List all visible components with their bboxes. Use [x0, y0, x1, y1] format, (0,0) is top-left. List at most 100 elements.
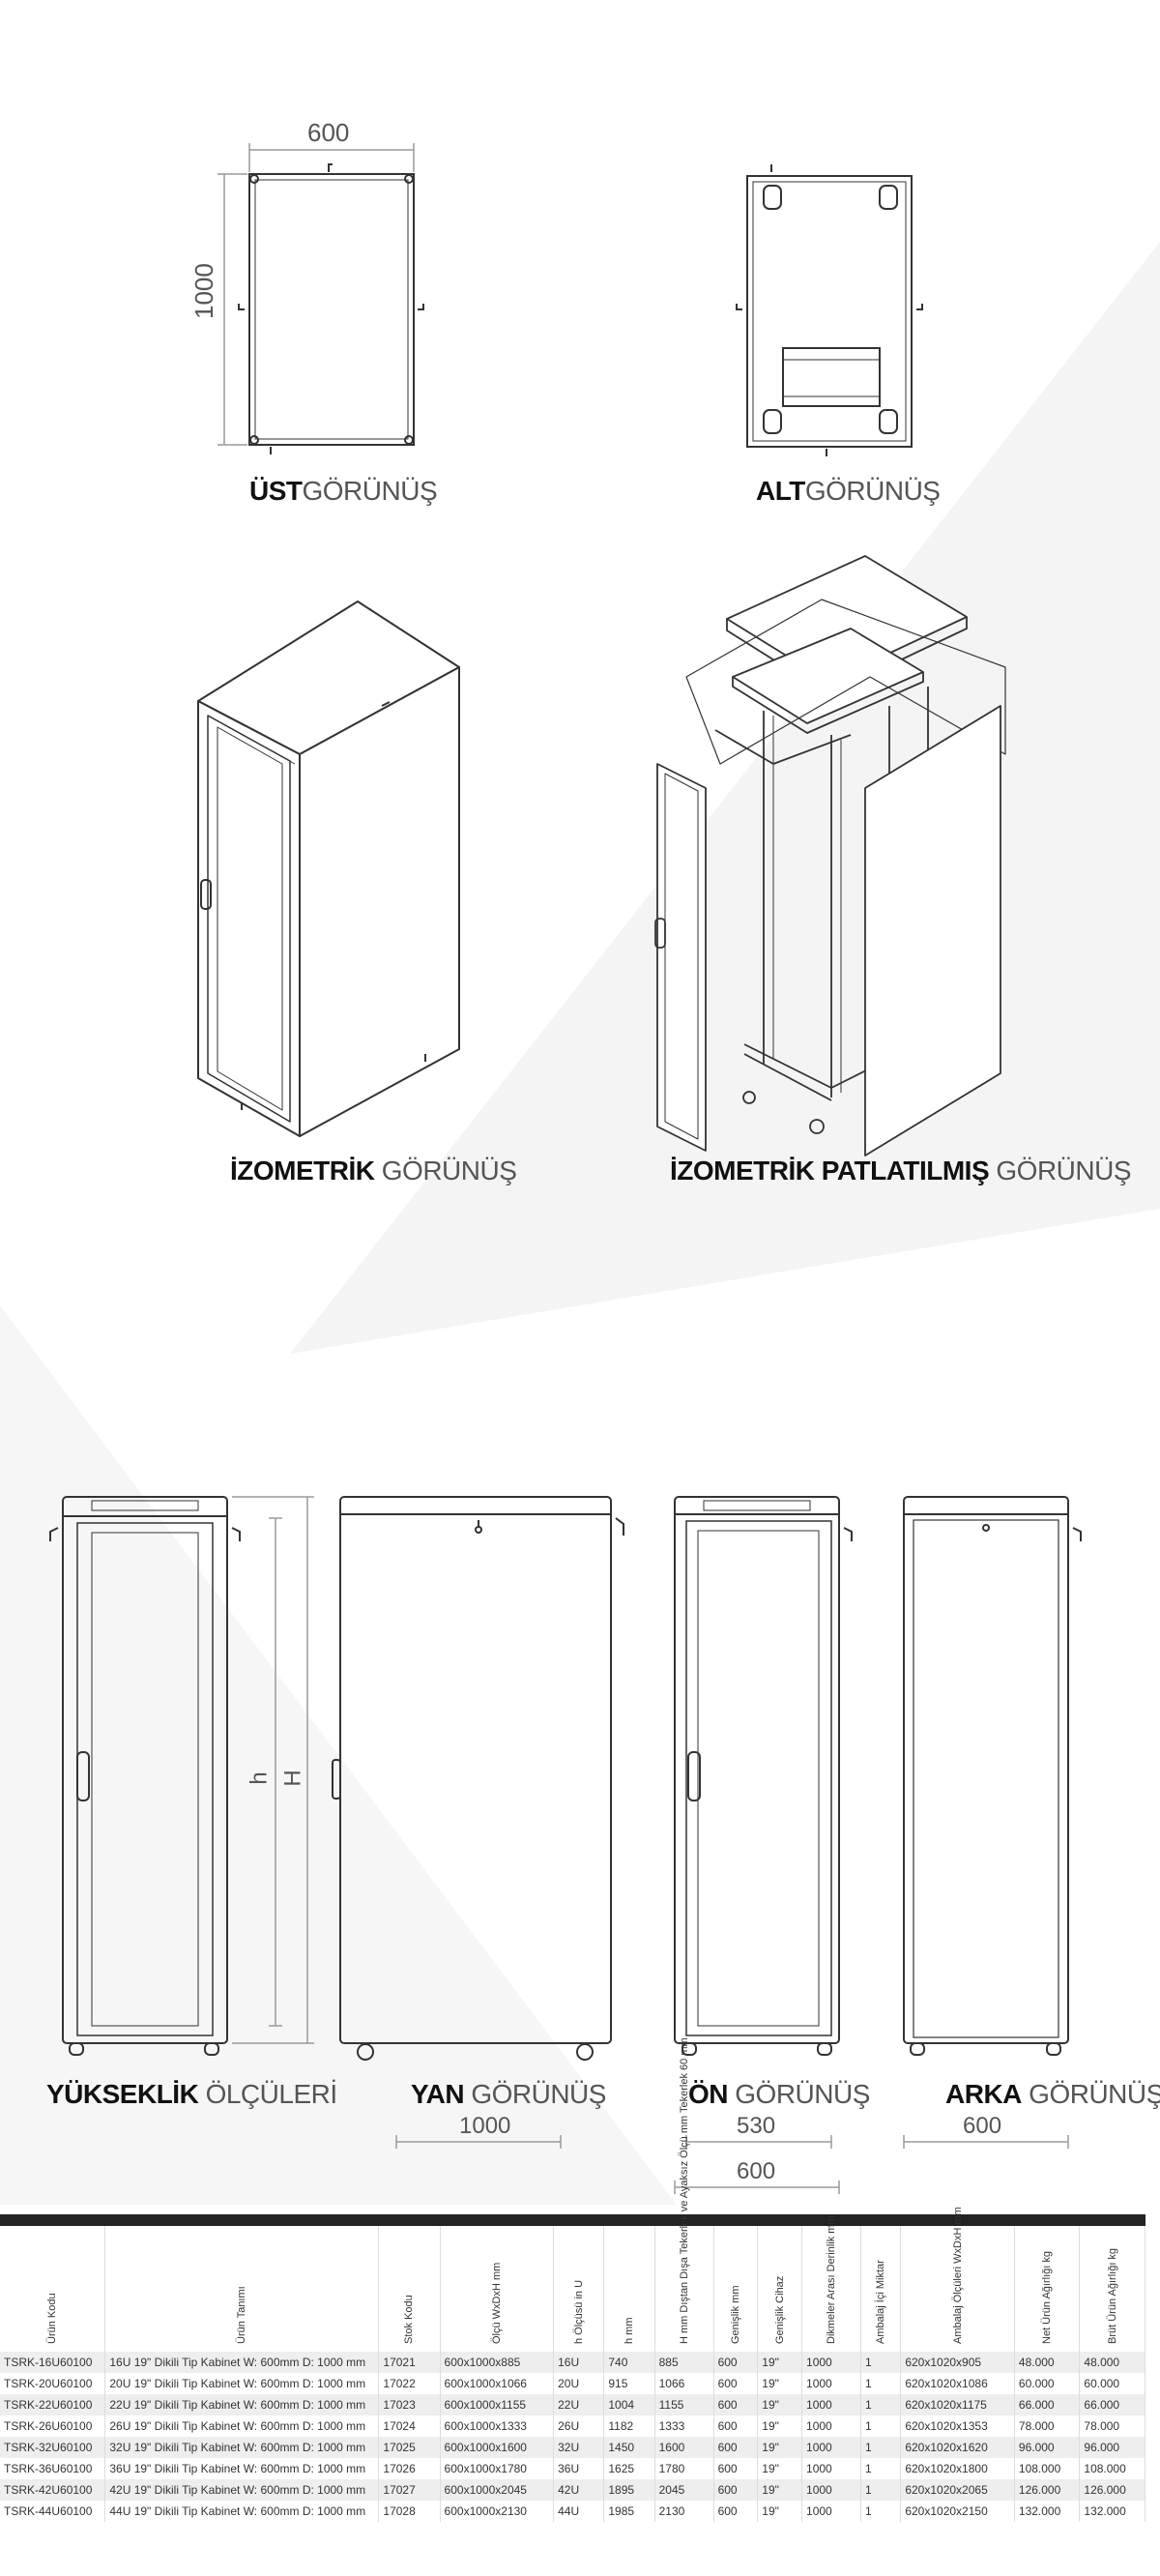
table-cell: 1000 — [801, 2415, 861, 2437]
table-cell: 600 — [713, 2373, 759, 2394]
table-cell: 1 — [860, 2352, 902, 2373]
table-cell: 1066 — [654, 2373, 714, 2394]
table-cell: 126.000 — [1079, 2479, 1146, 2501]
table-header-label: h mm — [624, 2317, 635, 2345]
table-cell: 36U 19" Dikili Tip Kabinet W: 600mm D: 1… — [104, 2458, 380, 2479]
table-cell: TSRK-32U60100 — [0, 2437, 106, 2458]
table-cell: 32U 19" Dikili Tip Kabinet W: 600mm D: 1… — [104, 2437, 380, 2458]
table-cell: 32U — [553, 2437, 605, 2458]
on-outer-dimension: 600 — [737, 2158, 776, 2184]
on-inner-dimension: 530 — [737, 2113, 776, 2139]
table-cell: 1000 — [801, 2437, 861, 2458]
table-cell: 600 — [713, 2501, 759, 2522]
table-cell: 1 — [860, 2373, 902, 2394]
table-header-cell: Stok Kodu — [378, 2226, 441, 2352]
table-header-cell: Genişlik Cihaz — [757, 2226, 803, 2352]
table-cell: 19" — [757, 2415, 803, 2437]
table-cell: 600 — [713, 2394, 759, 2415]
table-cell: 620x1020x905 — [900, 2352, 1015, 2373]
table-cell: 2130 — [654, 2501, 714, 2522]
table-cell: 1155 — [654, 2394, 714, 2415]
table-cell: 44U 19" Dikili Tip Kabinet W: 600mm D: 1… — [104, 2501, 380, 2522]
table-cell: 17021 — [378, 2352, 441, 2373]
table-cell: 42U 19" Dikili Tip Kabinet W: 600mm D: 1… — [104, 2479, 380, 2501]
table-header-label: Net Ürün Ağırlığı kg — [1041, 2251, 1054, 2344]
table-cell: 17023 — [378, 2394, 441, 2415]
table-cell: 915 — [603, 2373, 655, 2394]
table-header-label: Ambalaj İçi Miktar — [875, 2260, 887, 2344]
table-cell: 600x1000x1600 — [440, 2437, 555, 2458]
table-cell: 19" — [757, 2501, 803, 2522]
table-cell: 19" — [757, 2394, 803, 2415]
table-cell: TSRK-44U60100 — [0, 2501, 106, 2522]
table-cell: 1 — [860, 2394, 902, 2415]
alt-caption: ALTGÖRÜNÜŞ — [756, 476, 941, 506]
table-cell: 2045 — [654, 2479, 714, 2501]
table-header-label: Ambalaj Ölçüleri WxDxH mm — [951, 2207, 964, 2344]
table-cell: 20U — [553, 2373, 605, 2394]
table-header-label: Genişlik Cihaz — [773, 2275, 786, 2344]
table-cell: 600 — [713, 2458, 759, 2479]
table-cell: 66.000 — [1079, 2394, 1146, 2415]
table-cell: 19" — [757, 2437, 803, 2458]
arka-dimension: 600 — [963, 2113, 1002, 2139]
table-cell: 16U — [553, 2352, 605, 2373]
table-cell: 1000 — [801, 2352, 861, 2373]
table-cell: 96.000 — [1014, 2437, 1081, 2458]
table-header-cell: Ambalaj Ölçüleri WxDxH mm — [900, 2207, 1015, 2352]
table-cell: 620x1020x1353 — [900, 2415, 1015, 2437]
table-cell: 1000 — [801, 2479, 861, 2501]
table-cell: 1 — [860, 2458, 902, 2479]
table-cell: 620x1020x1086 — [900, 2373, 1015, 2394]
ust-width-dimension: 600 — [307, 118, 350, 147]
table-cell: 620x1020x1800 — [900, 2458, 1015, 2479]
table-cell: 17025 — [378, 2437, 441, 2458]
table-header-label: Genişlik mm — [729, 2285, 741, 2344]
table-cell: 20U 19" Dikili Tip Kabinet W: 600mm D: 1… — [104, 2373, 380, 2394]
table-header-cell: H mm Dıştan Dışa Tekerlek ve Ayaksız Ölç… — [654, 2037, 714, 2352]
table-header-label: Brüt Ürün Ağırlığı kg — [1106, 2247, 1118, 2344]
table-cell: 1625 — [603, 2458, 655, 2479]
table-cell: 78.000 — [1079, 2415, 1146, 2437]
table-cell: 96.000 — [1079, 2437, 1146, 2458]
table-cell: 600x1000x1066 — [440, 2373, 555, 2394]
table-cell: 1000 — [801, 2394, 861, 2415]
table-cell: 600x1000x1333 — [440, 2415, 555, 2437]
table-cell: 22U 19" Dikili Tip Kabinet W: 600mm D: 1… — [104, 2394, 380, 2415]
table-cell: 19" — [757, 2458, 803, 2479]
table-top-bar — [0, 2214, 1146, 2226]
table-cell: 48.000 — [1079, 2352, 1146, 2373]
table-header-cell: Net Ürün Ağırlığı kg — [1014, 2226, 1081, 2352]
table-cell: 1985 — [603, 2501, 655, 2522]
table-cell: 1 — [860, 2437, 902, 2458]
table-cell: 620x1020x2150 — [900, 2501, 1015, 2522]
patlatilmis-caption: İZOMETRİK PATLATILMIŞ GÖRÜNÜŞ — [670, 1156, 1132, 1186]
table-cell: 620x1020x1620 — [900, 2437, 1015, 2458]
table-header-label: Ürün Tanımı — [236, 2286, 248, 2344]
table-header-cell: Ambalaj İçi Miktar — [860, 2226, 902, 2352]
table-cell: TSRK-36U60100 — [0, 2458, 106, 2479]
yukseklik-caption: YÜKSEKLİK ÖLÇÜLERİ — [46, 2079, 337, 2109]
table-cell: 26U 19" Dikili Tip Kabinet W: 600mm D: 1… — [104, 2415, 380, 2437]
table-cell: TSRK-42U60100 — [0, 2479, 106, 2501]
table-cell: 44U — [553, 2501, 605, 2522]
table-cell: 600 — [713, 2415, 759, 2437]
table-cell: 620x1020x2065 — [900, 2479, 1015, 2501]
table-cell: 1895 — [603, 2479, 655, 2501]
table-cell: 1450 — [603, 2437, 655, 2458]
table-header-cell: h Ölçüsü in U — [553, 2226, 605, 2352]
